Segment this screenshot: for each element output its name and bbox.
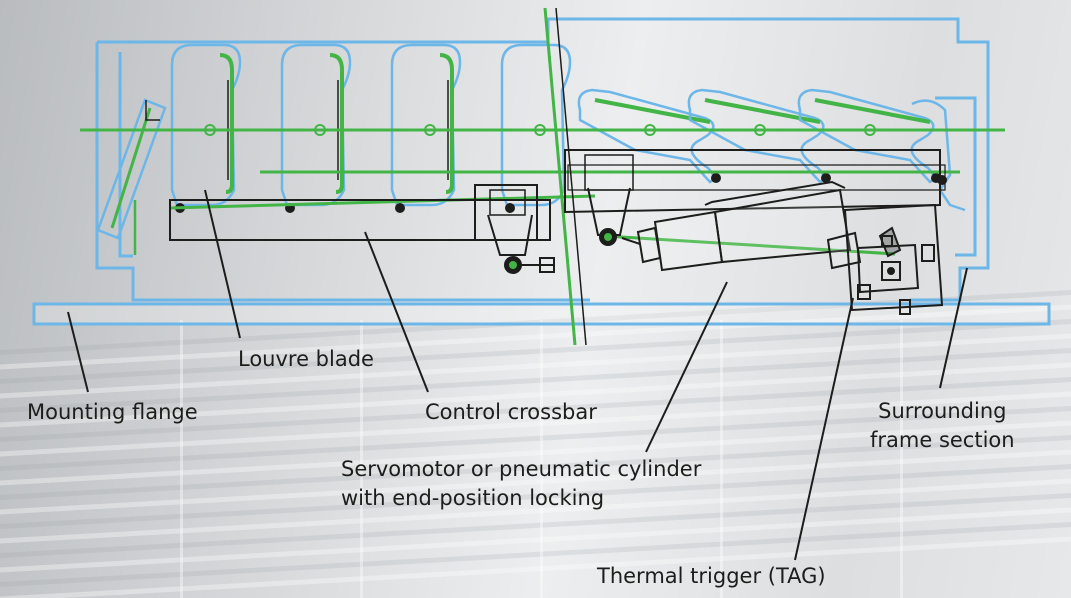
servomotor-label: Servomotor or pneumatic cylinder with en…: [341, 455, 701, 513]
louvre-blades-closing: [577, 88, 966, 212]
crossbar-bracket: [474, 184, 555, 274]
thermal-trigger-shape: [843, 203, 944, 315]
surrounding-frame-label-line-1: Surrounding: [878, 399, 1007, 423]
control-crossbar-shape: [169, 199, 551, 241]
louvre-blade-label: Louvre blade: [238, 347, 374, 371]
servomotor-cylinder: [621, 180, 862, 272]
label-leader-lines: [67, 189, 968, 561]
mounting-flange-label: Mounting flange: [27, 400, 198, 424]
actuator-mounting-plate: [564, 149, 946, 246]
surrounding-frame-label: Surrounding frame section: [870, 397, 1015, 455]
louvre-blade-inclined: [577, 88, 721, 184]
servomotor-label-line-2: with end-position locking: [341, 486, 605, 510]
mounting-flange-shape: [32, 302, 1051, 326]
thermal-trigger-label: Thermal trigger (TAG): [597, 564, 826, 588]
control-crossbar-label: Control crossbar: [425, 400, 597, 424]
linkage-rods: [80, 7, 1005, 346]
surrounding-frame-label-line-2: frame section: [870, 428, 1015, 452]
servomotor-label-line-1: Servomotor or pneumatic cylinder: [341, 457, 702, 481]
left-end-blade: [96, 98, 167, 255]
